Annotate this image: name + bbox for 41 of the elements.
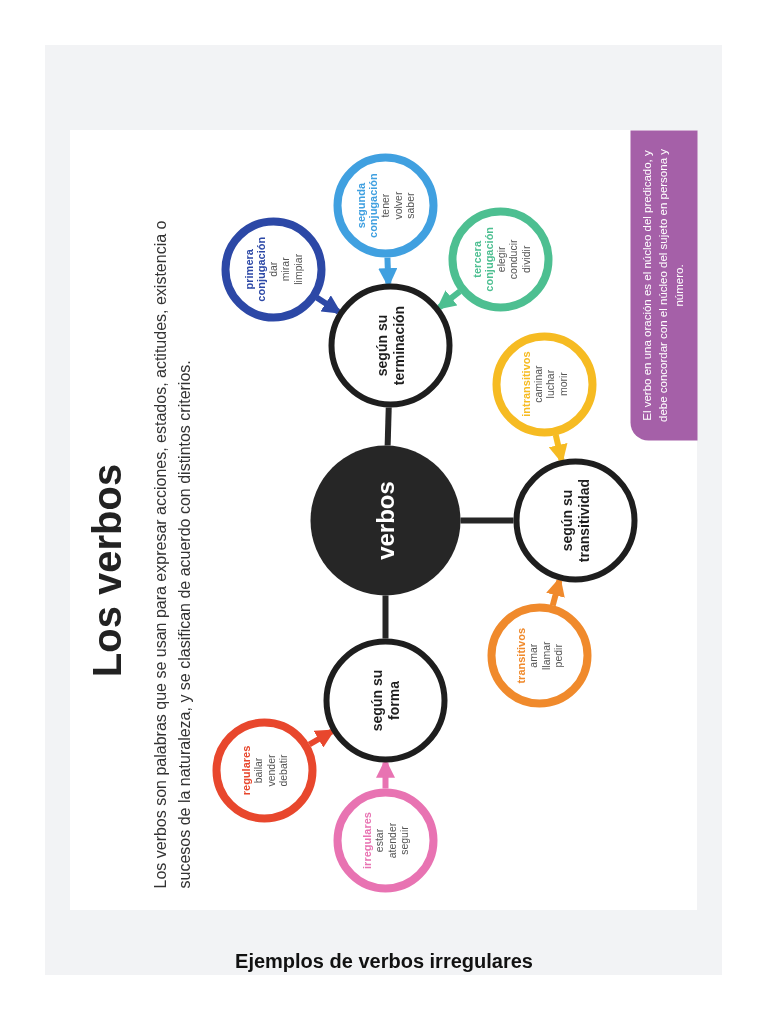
example-verb: luchar [543,369,556,398]
node-label: verbos [371,480,399,560]
example-verb: dividir [518,245,532,273]
connector-line [460,517,513,523]
category-heading: transitivos [514,627,526,684]
arrow [314,294,342,314]
category-heading: regulares [239,745,251,795]
example-verb: amar [526,643,539,668]
connector-line [384,406,392,446]
example-verb: tener [378,193,391,218]
example-verb: debatir [276,753,289,787]
example-verb: estar [372,828,385,852]
arrow [435,288,462,310]
node-label: según su terminación [373,304,407,387]
example-verb: bailar [251,757,264,783]
node-label: según su transitividad [558,477,592,564]
title: Los verbos [84,462,129,679]
example-verb: seguir [397,825,410,855]
arrow [307,728,335,747]
example-verb: mirar [278,256,291,281]
example-verb: limpiar [290,253,304,285]
example-verb: llamar [538,640,551,670]
example-verb: pedir [551,643,564,667]
example-verb: atender [384,822,398,858]
caption: Ejemplos de verbos irregulares [234,950,534,973]
example-verb: morir [555,371,569,396]
connector-line [382,595,388,638]
example-verb: elegir [493,245,507,272]
example-verb: saber [403,191,416,219]
example-verb: vender [263,753,276,787]
example-verb: caminar [530,364,544,403]
category-heading: irregulares [360,811,373,869]
intro-text: Los verbos son palabras que se usan para expresar acciones, estados, actitudes, existencia o sucesos de la naturaleza, y se clasifican de acuerdo con distintos criterios. [150,219,194,888]
example-verb: volver [390,191,404,220]
example-verb: conducir [506,238,519,279]
category-heading: segunda conjugación [354,171,379,240]
node-label: según su forma [368,668,402,733]
category-heading: primera conjugación [241,235,266,304]
note-panel: El verbo en una oración es el núcleo del predicado, y debe concordar con el núcleo del sujeto en persona y número. [630,130,697,440]
category-heading: tercera conjugación [469,225,494,294]
category-heading: intransitivos [518,350,531,417]
